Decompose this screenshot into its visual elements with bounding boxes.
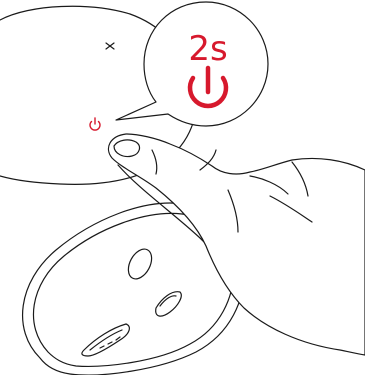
base-round-port bbox=[124, 245, 157, 283]
base-wide-slot bbox=[82, 324, 129, 356]
hold-time-label: 2s bbox=[188, 29, 227, 69]
hand bbox=[108, 134, 365, 355]
power-icon bbox=[90, 118, 100, 130]
x-mark-icon bbox=[106, 43, 114, 49]
base-small-slot bbox=[156, 292, 182, 316]
